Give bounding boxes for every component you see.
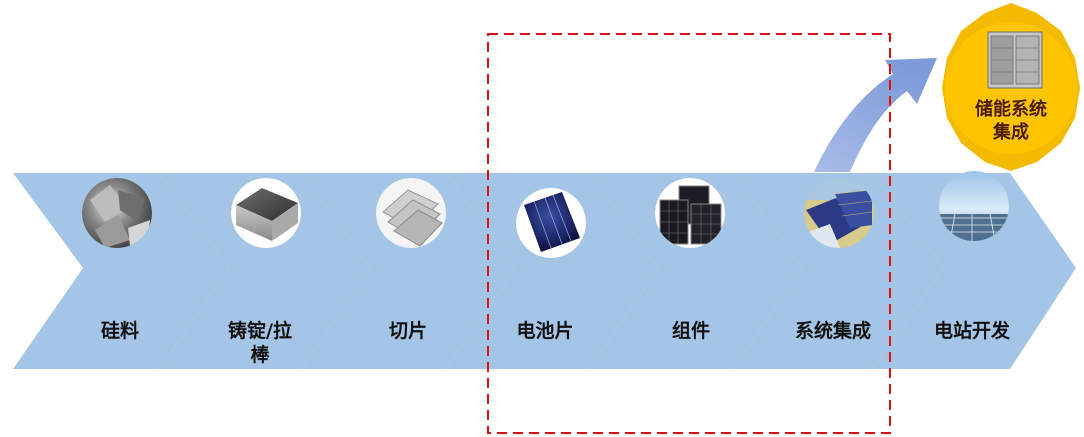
step-label-ingot-line2: 棒 xyxy=(250,344,270,366)
highlight-dashed-box xyxy=(487,33,891,434)
chevron-2 xyxy=(159,173,371,369)
step-label-plant: 电站开发 xyxy=(933,320,1010,342)
chevron-5 xyxy=(589,173,803,369)
step-label-cell: 电池片 xyxy=(516,320,574,342)
step-label-system: 系统集成 xyxy=(794,320,871,342)
step-label-wafer: 切片 xyxy=(388,320,427,342)
upgrade-arrow xyxy=(814,58,937,172)
badge-label-line1: 储能系统 xyxy=(975,99,1047,120)
chevron-1 xyxy=(13,173,229,369)
solar-farm-icon xyxy=(939,171,1009,241)
step-label-silicon: 硅料 xyxy=(100,320,139,342)
silicon-ingot-icon xyxy=(231,178,301,248)
solar-cell-icon xyxy=(516,188,586,258)
solar-module-icon xyxy=(655,178,725,248)
chevron-7 xyxy=(873,173,1076,369)
step-label-ingot-line1: 铸锭/拉 xyxy=(228,320,292,342)
step-label-module: 组件 xyxy=(671,320,710,342)
chevron-3 xyxy=(301,173,516,369)
badge-label: 储能系统 集成 xyxy=(957,98,1065,144)
system-integration-icon xyxy=(804,178,874,248)
chevron-4 xyxy=(446,173,659,369)
step-label-ingot: 铸锭/拉 棒 xyxy=(210,319,310,367)
wafer-stack-icon xyxy=(376,178,446,248)
badge-label-line2: 集成 xyxy=(993,122,1029,143)
battery-cabinet-icon xyxy=(987,31,1043,89)
silicon-chunk-icon xyxy=(82,178,152,248)
